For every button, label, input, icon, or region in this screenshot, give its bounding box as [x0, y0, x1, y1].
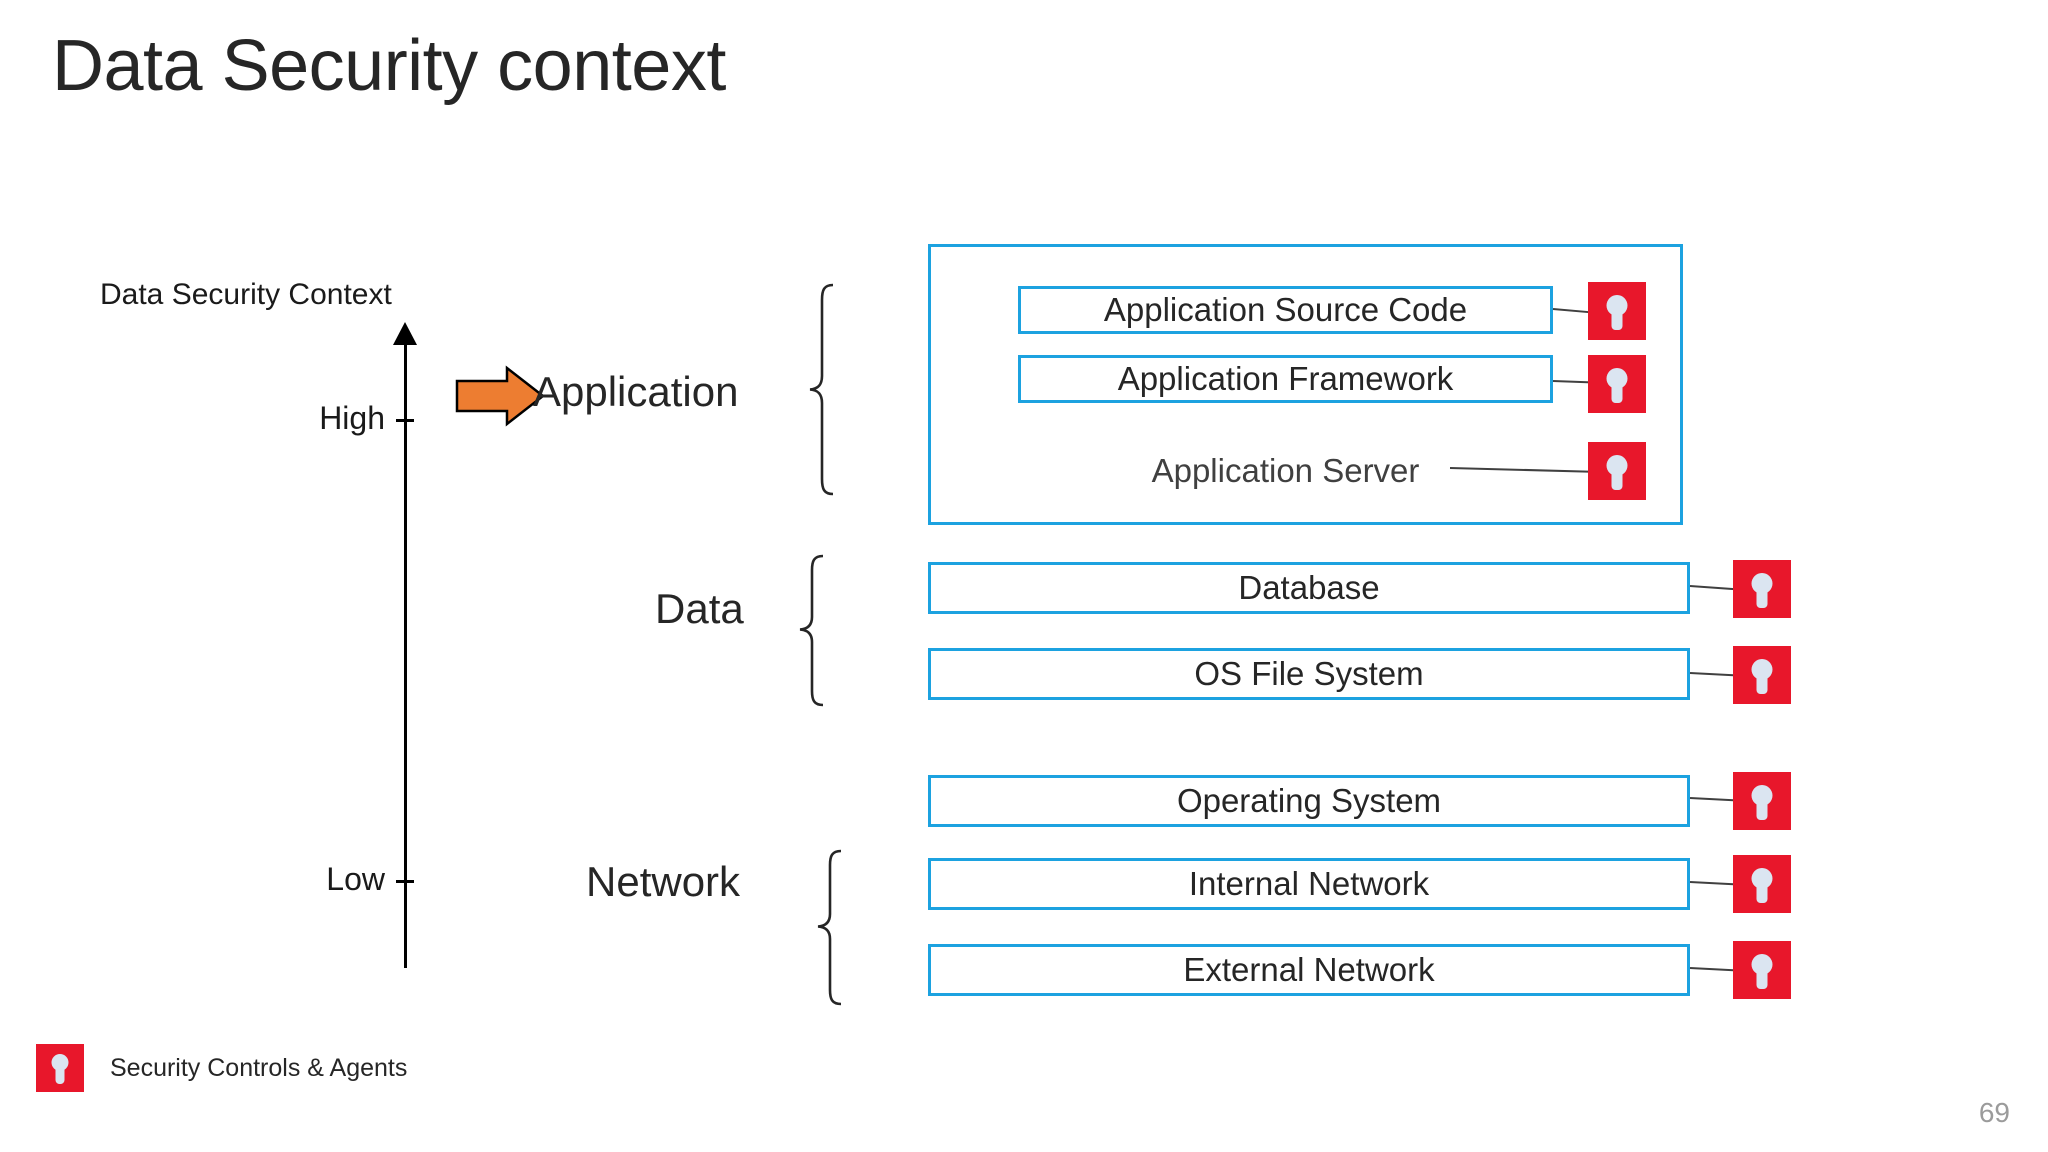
axis-label-low: Low [326, 861, 385, 897]
row-label: Application Framework [1117, 360, 1454, 397]
row-internal-network[interactable]: Internal Network [928, 858, 1690, 910]
brace-application [809, 283, 834, 496]
legend-lock-icon [36, 1044, 84, 1092]
axis-arrowhead-icon [393, 322, 417, 345]
row-label: Application Source Code [1103, 291, 1468, 328]
row-external-network[interactable]: External Network [928, 944, 1690, 996]
row-label: Database [1238, 569, 1380, 606]
lock-icon [1733, 772, 1791, 830]
page-number: 69 [1978, 1097, 2010, 1128]
row-label: OS File System [1194, 655, 1424, 692]
axis-tick-low [396, 880, 414, 883]
vertical-axis-line [404, 338, 407, 968]
row-os-file-system[interactable]: OS File System [928, 648, 1690, 700]
row-label: Internal Network [1188, 865, 1430, 902]
axis-tick-high [396, 419, 414, 422]
row-label: Operating System [1176, 782, 1442, 819]
lock-icon [1588, 282, 1646, 340]
legend-label: Security Controls & Agents [110, 1053, 408, 1082]
connector-internal-network [1689, 881, 1736, 886]
connector-operating-system [1689, 797, 1736, 802]
tier-label-network: Network [586, 858, 741, 905]
row-database[interactable]: Database [928, 562, 1690, 614]
lock-keystem-shape [55, 1067, 65, 1084]
lock-keystem-shape [1756, 588, 1768, 608]
row-application-server[interactable]: Application Server [1018, 447, 1553, 495]
lock-keyhole-shape [51, 1054, 69, 1071]
connector-external-network [1689, 967, 1736, 972]
lock-icon [1733, 560, 1791, 618]
axis-caption: Data Security Context [100, 278, 392, 311]
row-label: External Network [1183, 951, 1435, 988]
lock-keystem-shape [1756, 674, 1768, 694]
tier-label-data: Data [655, 585, 744, 632]
axis-label-high: High [319, 400, 385, 436]
row-application-source-code[interactable]: Application Source Code [1018, 286, 1553, 334]
page-title: Data Security context [52, 26, 726, 106]
lock-keystem-shape [1756, 883, 1768, 903]
connector-database [1689, 585, 1736, 591]
tier-label-application: Application [533, 368, 739, 415]
connector-os-file-system [1689, 672, 1736, 677]
lock-keystem-shape [1611, 470, 1623, 490]
right-arrow-icon [455, 365, 545, 427]
row-label: Application Server [1151, 452, 1420, 489]
row-operating-system[interactable]: Operating System [928, 775, 1690, 827]
row-application-framework[interactable]: Application Framework [1018, 355, 1553, 403]
legend: Security Controls & Agents [36, 1044, 407, 1092]
lock-icon [1588, 442, 1646, 500]
lock-keystem-shape [1756, 969, 1768, 989]
lock-icon [1588, 355, 1646, 413]
lock-keystem-shape [1756, 800, 1768, 820]
lock-icon [1733, 941, 1791, 999]
lock-keystem-shape [1611, 383, 1623, 403]
brace-network [817, 849, 842, 1006]
lock-icon [1733, 855, 1791, 913]
lock-icon [1733, 646, 1791, 704]
lock-keystem-shape [1611, 310, 1623, 330]
brace-data [799, 554, 824, 707]
